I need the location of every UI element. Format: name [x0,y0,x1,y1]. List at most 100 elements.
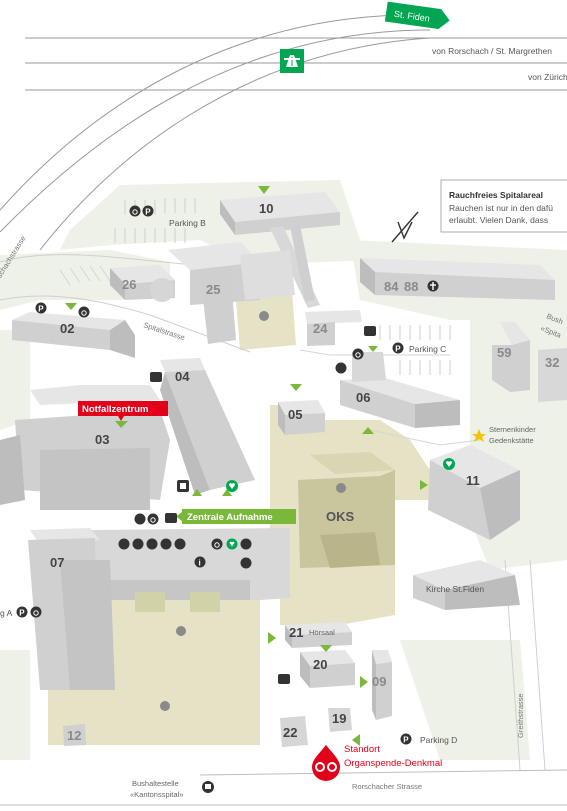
building-number-11: 11 [466,473,480,488]
svg-text:i: i [199,559,201,568]
info-icon: i [194,556,206,568]
building-19[interactable] [328,708,352,732]
wheelchair-icon [352,348,364,360]
notfallzentrum-label: Notfallzentrum [82,404,149,415]
bridge-10-24 [270,225,320,308]
building-oks[interactable] [298,452,395,568]
notfallzentrum-marker[interactable]: Notfallzentrum [78,401,168,421]
building-number-05: 05 [288,407,302,422]
building-number-21: 21 [289,625,303,640]
wheelchair-icon [211,538,223,550]
parking-icon: P [35,302,47,314]
building-12[interactable] [63,724,86,746]
wheelchair-icon [129,205,141,217]
dropoff-icon [150,372,162,382]
parking-c-label: Parking C [409,344,446,354]
building-number-10: 10 [259,201,273,216]
bus-icon [202,781,214,793]
north-arrow-icon [391,211,419,243]
building-84-88[interactable] [360,258,555,300]
svg-text:P: P [395,345,401,354]
building-number-07: 07 [50,555,64,570]
lawn-area-left [0,330,30,430]
wheelchair-icon [147,513,159,525]
entrance-icon [177,480,189,492]
building-number-12: 12 [67,728,81,743]
building-10[interactable] [220,192,340,235]
direction-rorschach-label: von Rorschach / St. Margrethen [432,46,552,56]
no-smoking-notice: Rauchfreies Spitalareal Rauchen ist nur … [440,179,567,233]
building-04[interactable] [160,358,255,495]
building-22[interactable] [280,716,308,747]
building-11[interactable] [428,445,520,540]
svg-text:P: P [19,609,25,618]
exit-sign-st-fiden[interactable]: St. Fiden [384,1,451,31]
exit-sign-label: St. Fiden [393,9,430,24]
dropoff-icon [278,674,290,684]
parking-b-label: Parking B [169,218,206,228]
wheelchair-icon [30,606,42,618]
dropoff-icon [165,513,177,523]
notice-line-1: Rauchen ist nur in den dafü [449,203,553,213]
cafe-icon [160,311,346,711]
building-number-22: 22 [283,725,297,740]
building-32[interactable] [538,348,567,402]
building-06[interactable] [340,352,460,428]
building-number-19: 19 [332,711,346,726]
lawn-area-southeast [400,640,530,760]
building-02[interactable] [12,312,135,358]
building-label-oks: OKS [326,509,355,524]
car-icon [335,362,347,374]
kirche-label: Kirche St.Fiden [426,584,484,594]
building-number-32: 32 [545,355,559,370]
building-number-84: 84 [384,279,399,294]
bus-stop-label-2: «Kantonsspital» [130,790,183,799]
building-number-59: 59 [497,345,511,360]
building-07[interactable] [28,528,115,690]
heart-icon [226,538,238,550]
service-icons-row [118,513,252,569]
standort-label: Standort [344,744,380,755]
building-21[interactable] [285,622,352,648]
building-03[interactable] [0,385,170,510]
sternenkinder-label-2: Gedenkstätte [489,436,534,445]
svg-text:P: P [38,305,44,314]
building-05[interactable] [278,400,325,435]
heart-icon [226,480,238,492]
bus-stop-label-1: Bushaltestelle [132,779,179,788]
building-number-03: 03 [95,432,109,447]
svg-text:P: P [145,208,151,217]
building-number-88: 88 [404,279,418,294]
zentrale-aufnahme-label: Zentrale Aufnahme [187,512,273,523]
svg-text:P: P [403,736,409,745]
wheelchair-icon [78,306,90,318]
hoersaal-label: Hörsaal [309,628,335,637]
parking-icon: P [392,342,404,354]
building-number-24: 24 [313,321,328,336]
building-09[interactable] [372,650,392,720]
building-number-02: 02 [60,321,74,336]
highway-icon [280,49,304,73]
building-59[interactable] [492,322,530,392]
building-24[interactable] [305,310,362,346]
building-number-09: 09 [372,674,386,689]
parking-d-label: Parking D [420,735,457,745]
organspende-denkmal-marker[interactable]: Standort Organspende-Denkmal [312,744,442,781]
parking-b-stripes [114,198,196,243]
zentrale-aufnahme-marker[interactable]: Zentrale Aufnahme [176,509,296,524]
building-25[interactable] [168,242,295,344]
parking-lot-west-stripes [59,265,111,286]
building-number-20: 20 [313,657,327,672]
building-26[interactable] [110,265,175,302]
building-kirche-st-fiden[interactable] [413,560,520,610]
building-20[interactable] [300,650,355,688]
cross-icon [427,280,439,292]
street-label-spitalstrasse: Spitalstrasse [142,320,186,342]
street-label-greithstrasse: Greithstrasse [516,693,525,738]
building-number-04: 04 [175,369,190,384]
organspende-label: Organspende-Denkmal [344,758,442,769]
star-icon [472,429,486,442]
parking-icon: P [400,733,412,745]
dropoff-icon [364,326,376,336]
